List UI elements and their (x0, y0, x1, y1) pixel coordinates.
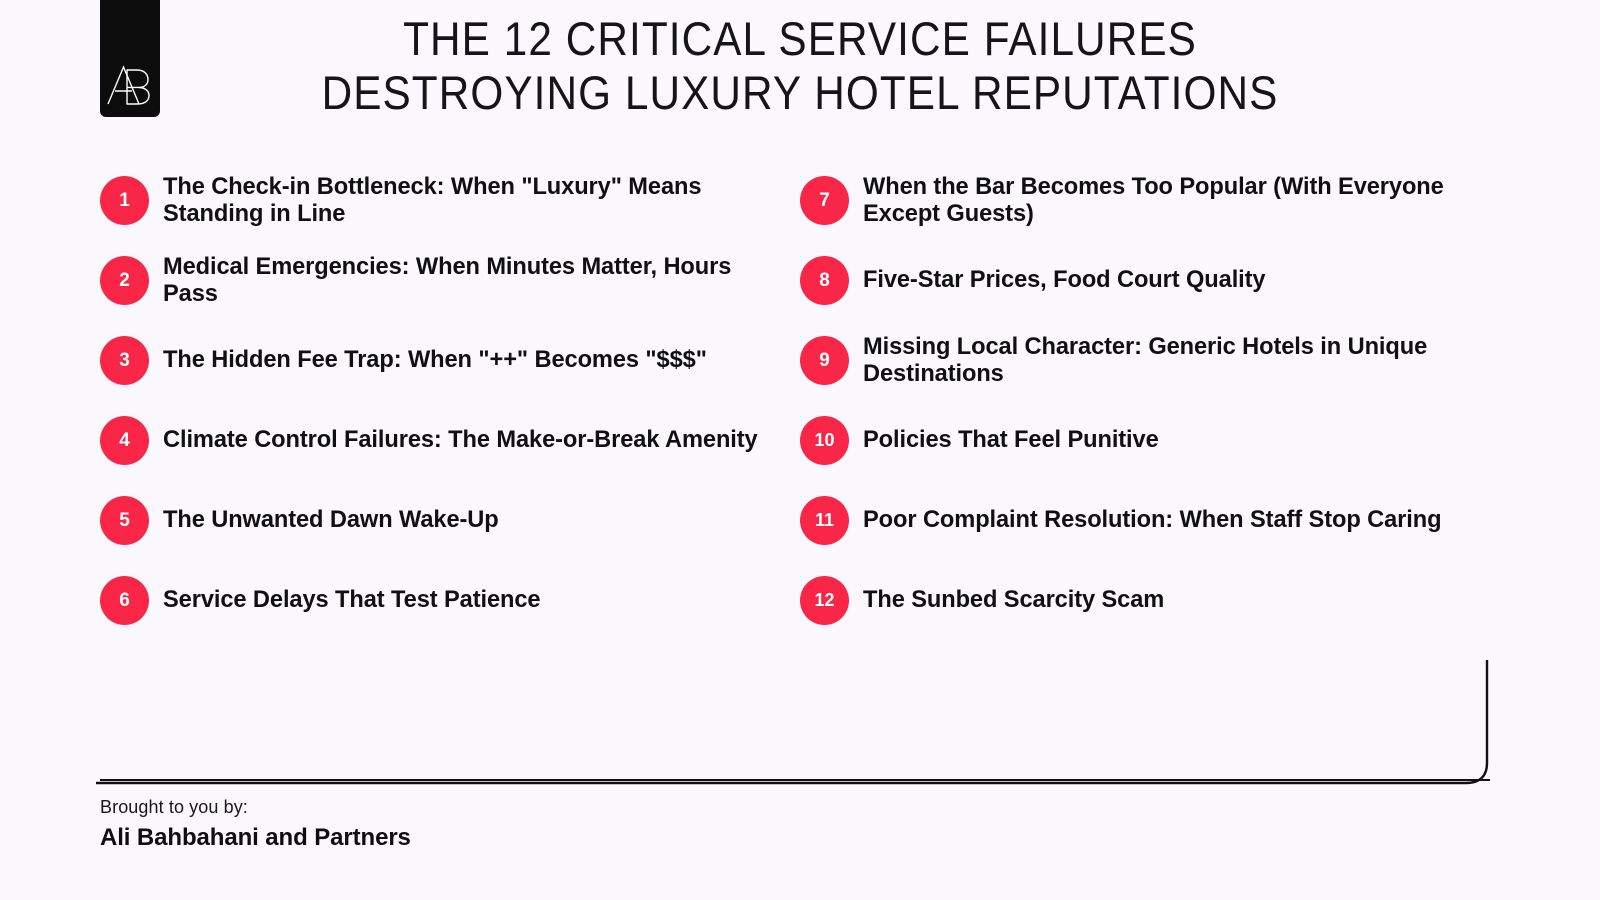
failures-column-left: 1 The Check-in Bottleneck: When "Luxury"… (100, 160, 790, 640)
item-number-badge: 8 (800, 255, 849, 305)
list-item: 11 Poor Complaint Resolution: When Staff… (800, 480, 1490, 560)
item-label: Medical Emergencies: When Minutes Matter… (163, 252, 732, 308)
list-item: 3 The Hidden Fee Trap: When "++" Becomes… (100, 320, 790, 400)
item-label: The Unwanted Dawn Wake-Up (163, 506, 499, 534)
item-number-badge: 12 (800, 575, 849, 625)
page-title-line-1: THE 12 CRITICAL SERVICE FAILURES (403, 12, 1197, 65)
footer-prefix: Brought to you by: (100, 797, 248, 817)
footer-divider (100, 779, 1490, 781)
item-number-badge: 9 (800, 335, 849, 385)
item-label: The Hidden Fee Trap: When "++" Becomes "… (163, 346, 707, 374)
list-item: 8 Five-Star Prices, Food Court Quality (800, 240, 1490, 320)
list-item: 1 The Check-in Bottleneck: When "Luxury"… (100, 160, 790, 240)
footer-organization: Ali Bahbahani and Partners (100, 824, 411, 851)
list-item: 9 Missing Local Character: Generic Hotel… (800, 320, 1490, 400)
item-number-badge: 10 (800, 415, 849, 465)
item-label: Poor Complaint Resolution: When Staff St… (863, 506, 1442, 534)
item-number-badge: 11 (800, 495, 849, 545)
item-label: Policies That Feel Punitive (863, 426, 1159, 454)
decorative-corner-line (96, 660, 1489, 785)
item-number-badge: 2 (100, 255, 149, 305)
item-label: When the Bar Becomes Too Popular (With E… (863, 172, 1444, 228)
ab-monogram-icon (107, 65, 150, 105)
item-number-badge: 1 (100, 175, 149, 225)
item-label: Service Delays That Test Patience (163, 586, 541, 614)
ab-logo-block (100, 0, 160, 117)
list-item: 12 The Sunbed Scarcity Scam (800, 560, 1490, 640)
item-number-badge: 3 (100, 335, 149, 385)
list-item: 2 Medical Emergencies: When Minutes Matt… (100, 240, 790, 320)
page-title: THE 12 CRITICAL SERVICE FAILURES DESTROY… (242, 12, 1358, 120)
item-label: The Sunbed Scarcity Scam (863, 586, 1165, 614)
item-label: The Check-in Bottleneck: When "Luxury" M… (163, 172, 702, 228)
list-item: 5 The Unwanted Dawn Wake-Up (100, 480, 790, 560)
list-item: 6 Service Delays That Test Patience (100, 560, 790, 640)
page-title-line-2: DESTROYING LUXURY HOTEL REPUTATIONS (321, 66, 1279, 119)
item-number-badge: 4 (100, 415, 149, 465)
item-number-badge: 6 (100, 575, 149, 625)
list-item: 7 When the Bar Becomes Too Popular (With… (800, 160, 1490, 240)
list-item: 4 Climate Control Failures: The Make-or-… (100, 400, 790, 480)
list-item: 10 Policies That Feel Punitive (800, 400, 1490, 480)
item-number-badge: 5 (100, 495, 149, 545)
item-label: Climate Control Failures: The Make-or-Br… (163, 426, 758, 454)
failures-column-right: 7 When the Bar Becomes Too Popular (With… (800, 160, 1490, 640)
footer: Brought to you by: Ali Bahbahani and Par… (100, 795, 411, 853)
item-label: Missing Local Character: Generic Hotels … (863, 332, 1428, 388)
item-number-badge: 7 (800, 175, 849, 225)
item-label: Five-Star Prices, Food Court Quality (863, 266, 1266, 294)
